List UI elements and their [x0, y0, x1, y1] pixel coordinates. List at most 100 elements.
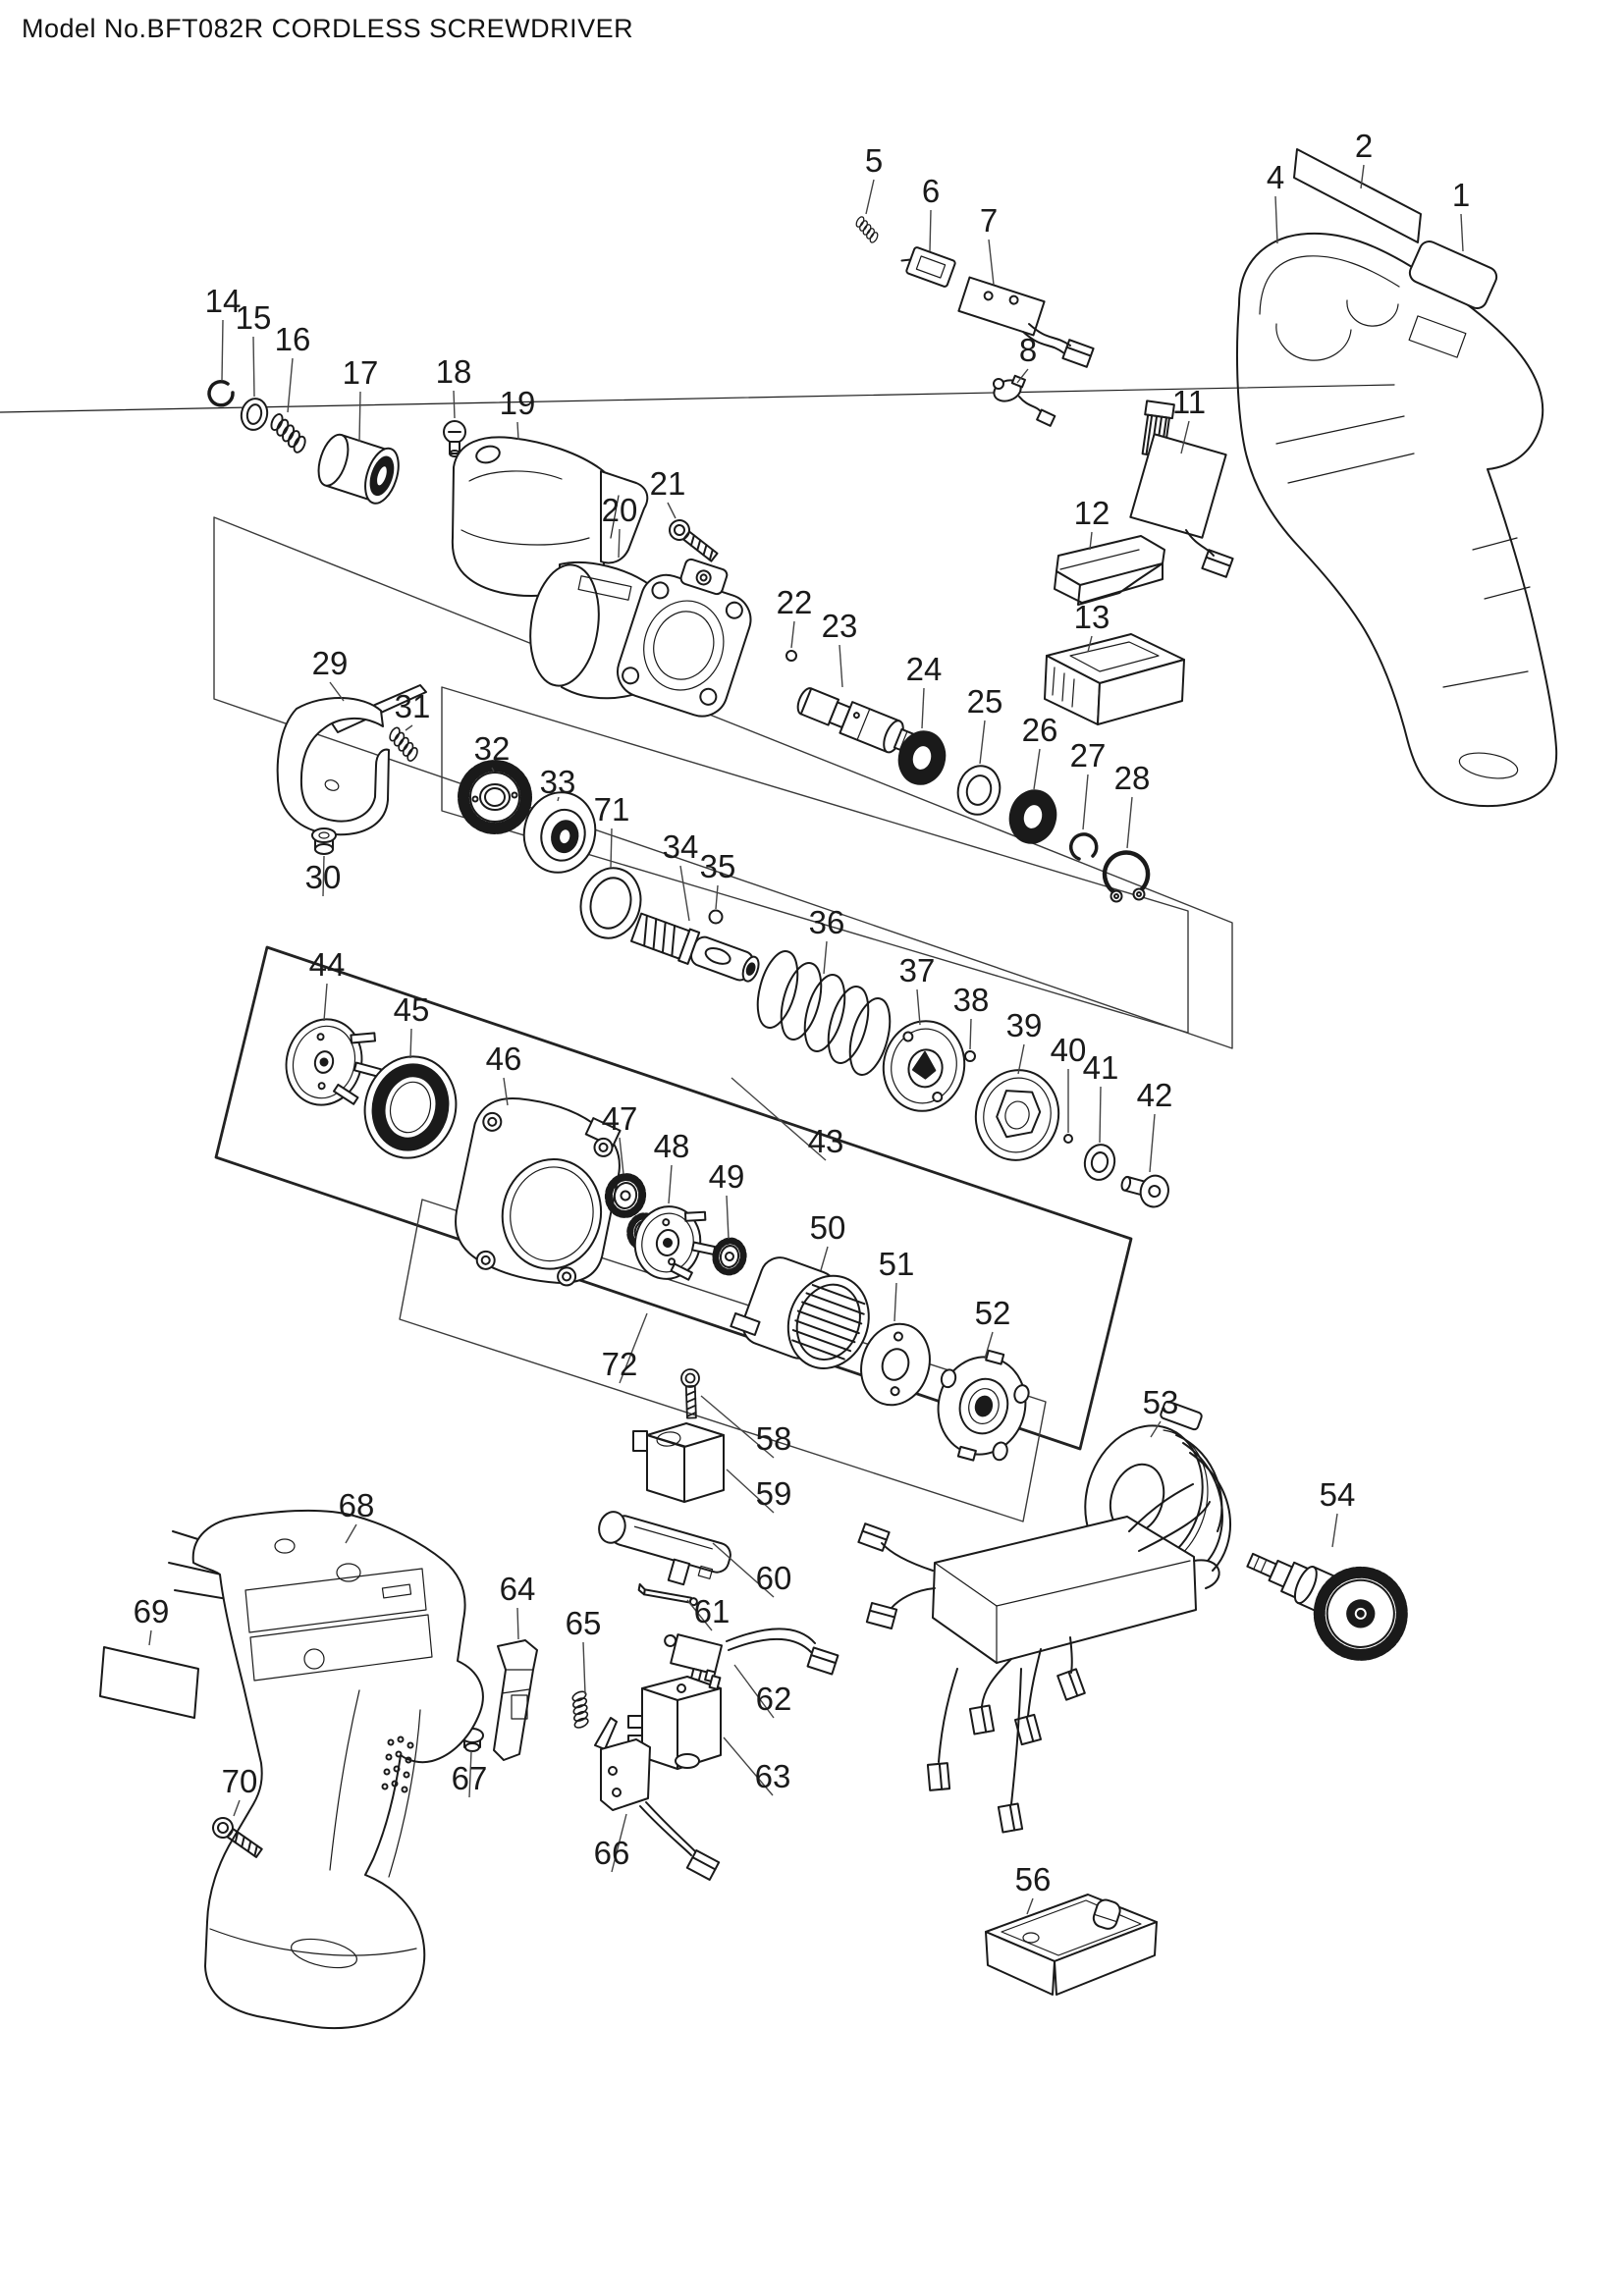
part-label-29: 29: [312, 645, 349, 681]
part-label-22: 22: [777, 584, 813, 620]
part-label-35: 35: [700, 848, 736, 884]
part-38-ball: [964, 1050, 976, 1062]
leader-line-71: [610, 828, 613, 869]
part-label-13: 13: [1074, 599, 1110, 635]
group-frame-lower: [214, 945, 1133, 1451]
part-41-washer: [1083, 1144, 1116, 1181]
part-17-bushing: [317, 433, 400, 505]
part-label-11: 11: [1172, 384, 1206, 420]
part-50-internal-gear: [730, 1256, 870, 1369]
part-28-snap-ring: [1102, 850, 1151, 903]
part-69-label: [99, 1646, 199, 1719]
part-label-8: 8: [1019, 332, 1037, 368]
part-30-cap: [311, 828, 337, 855]
leader-line-46: [503, 1077, 509, 1106]
leader-line-53: [1150, 1420, 1162, 1438]
part-label-30: 30: [305, 859, 342, 895]
leader-line-43: [731, 1077, 827, 1161]
leader-line-25: [979, 720, 986, 765]
part-label-48: 48: [654, 1128, 690, 1164]
part-26-bearing: [1008, 789, 1057, 844]
leader-line-31: [405, 724, 413, 731]
leader-line-37: [916, 988, 921, 1026]
leader-line-49: [726, 1195, 730, 1240]
part-14-snap-ring: [207, 380, 235, 407]
part-47-pinion: [604, 1173, 647, 1218]
leader-line-59: [726, 1468, 775, 1514]
part-label-54: 54: [1320, 1476, 1356, 1513]
leader-line-68: [345, 1523, 357, 1544]
leader-line-60: [712, 1542, 775, 1598]
part-56-terminal-block: [985, 1894, 1158, 1996]
part-label-6: 6: [922, 173, 940, 209]
leader-line-15: [252, 336, 255, 398]
part-label-32: 32: [474, 730, 511, 767]
part-label-20: 20: [602, 492, 638, 528]
part-label-41: 41: [1083, 1049, 1119, 1086]
part-label-64: 64: [500, 1571, 536, 1607]
part-25-washer: [956, 765, 1001, 816]
part-20-gear-case: [529, 558, 752, 718]
part-label-19: 19: [500, 385, 536, 421]
part-39-clutch-ring: [974, 1069, 1060, 1161]
part-label-69: 69: [134, 1593, 170, 1629]
part-60-trigger: [598, 1511, 731, 1586]
part-34-adjusting-screw: [629, 912, 760, 983]
part-label-47: 47: [602, 1100, 638, 1137]
part-7-switch-lead: [957, 276, 1095, 368]
leader-line-33: [557, 796, 560, 802]
part-label-52: 52: [975, 1295, 1011, 1331]
leader-line-18: [453, 390, 456, 419]
part-label-46: 46: [486, 1041, 522, 1077]
part-label-2: 2: [1355, 128, 1373, 164]
part-label-17: 17: [343, 354, 379, 391]
leader-line-12: [1089, 531, 1093, 551]
leader-line-29: [329, 681, 345, 702]
part-label-5: 5: [865, 142, 883, 179]
leader-line-56: [1026, 1897, 1034, 1915]
part-label-16: 16: [275, 321, 311, 357]
part-33-bearing-retainer: [522, 791, 597, 874]
part-label-67: 67: [452, 1760, 488, 1796]
leader-line-14: [221, 319, 224, 382]
leader-line-20: [618, 528, 621, 559]
leader-line-45: [409, 1028, 412, 1059]
leader-line-69: [148, 1629, 152, 1646]
part-label-1: 1: [1452, 177, 1470, 213]
part-16-spring: [263, 411, 313, 455]
leader-line-39: [1017, 1043, 1025, 1075]
part-11-circuit-board: [1129, 400, 1234, 578]
part-1-label-plate: [1408, 240, 1498, 309]
part-64-lever-holder: [493, 1639, 538, 1761]
leader-line-54: [1331, 1513, 1338, 1548]
part-4-housing-right: [0, 232, 1558, 808]
leader-line-32: [491, 767, 495, 773]
part-37-cam-plate: [882, 1020, 966, 1112]
part-label-15: 15: [236, 299, 272, 336]
leader-line-66: [611, 1813, 627, 1873]
part-label-56: 56: [1015, 1861, 1052, 1897]
part-63-switch: [627, 1675, 722, 1770]
leader-line-30: [322, 855, 325, 897]
part-label-25: 25: [967, 683, 1003, 720]
part-label-31: 31: [395, 688, 431, 724]
part-label-62: 62: [756, 1681, 792, 1717]
leader-line-28: [1126, 796, 1133, 849]
leader-line-42: [1149, 1113, 1156, 1173]
part-label-72: 72: [602, 1346, 638, 1382]
leader-line-21: [667, 502, 677, 519]
leader-line-44: [323, 983, 328, 1022]
part-label-63: 63: [755, 1758, 791, 1794]
part-label-61: 61: [694, 1593, 731, 1629]
part-label-50: 50: [810, 1209, 846, 1246]
part-label-51: 51: [879, 1246, 915, 1282]
leader-line-27: [1082, 774, 1089, 830]
leader-line-26: [1033, 748, 1041, 790]
part-22-ball: [785, 650, 797, 662]
leader-line-34: [679, 865, 690, 922]
part-2-nameplate: [1293, 148, 1422, 243]
parts-layer: [0, 148, 1558, 2029]
leader-line-41: [1099, 1086, 1102, 1144]
leader-line-67: [468, 1750, 472, 1798]
part-32-bevel-gear: [458, 760, 532, 834]
